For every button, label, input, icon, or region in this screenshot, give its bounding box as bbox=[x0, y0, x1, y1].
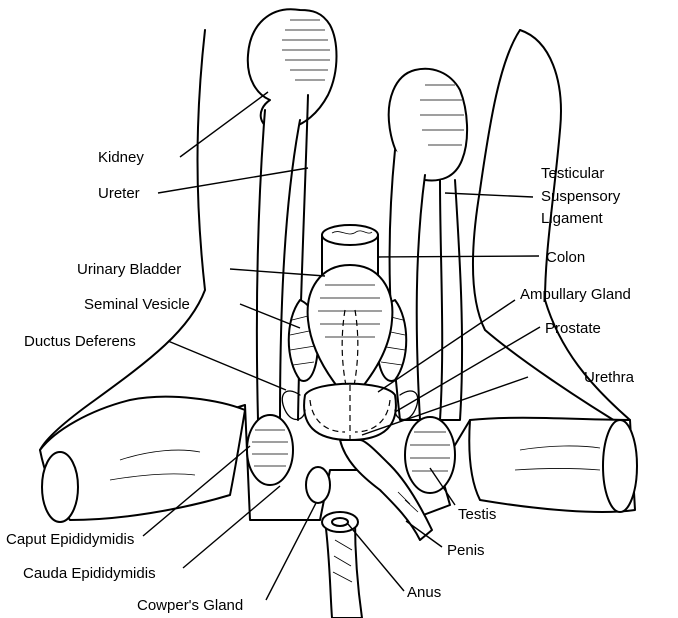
label-caput-epididymidis: Caput Epididymidis bbox=[6, 531, 134, 548]
label-cowpers-gland: Cowper's Gland bbox=[137, 597, 243, 614]
label-ampullary-gland: Ampullary Gland bbox=[520, 286, 631, 303]
label-testicular-line3: Ligament bbox=[541, 210, 604, 227]
label-testicular-line1: Testicular bbox=[541, 165, 604, 182]
label-ductus-deferens: Ductus Deferens bbox=[24, 333, 136, 350]
label-anus: Anus bbox=[407, 584, 441, 601]
left-limb bbox=[40, 397, 245, 522]
left-testis bbox=[247, 415, 293, 485]
cowpers-gland bbox=[306, 467, 330, 503]
right-limb bbox=[469, 418, 637, 512]
label-colon: Colon bbox=[546, 249, 585, 266]
label-seminal-vesicle: Seminal Vesicle bbox=[84, 296, 190, 313]
label-penis: Penis bbox=[447, 542, 485, 559]
colon-leader bbox=[378, 256, 539, 257]
label-testis: Testis bbox=[458, 506, 496, 523]
label-cauda-epididymidis: Cauda Epididymidis bbox=[23, 565, 156, 582]
label-ureter: Ureter bbox=[98, 185, 140, 202]
right-testis bbox=[405, 417, 455, 493]
prostate bbox=[304, 384, 396, 440]
label-kidney: Kidney bbox=[98, 149, 144, 166]
label-urinary-bladder: Urinary Bladder bbox=[77, 261, 181, 278]
label-prostate: Prostate bbox=[545, 320, 601, 337]
label-urethra: Urethra bbox=[584, 369, 635, 386]
label-testicular-line2: Suspensory bbox=[541, 188, 621, 205]
